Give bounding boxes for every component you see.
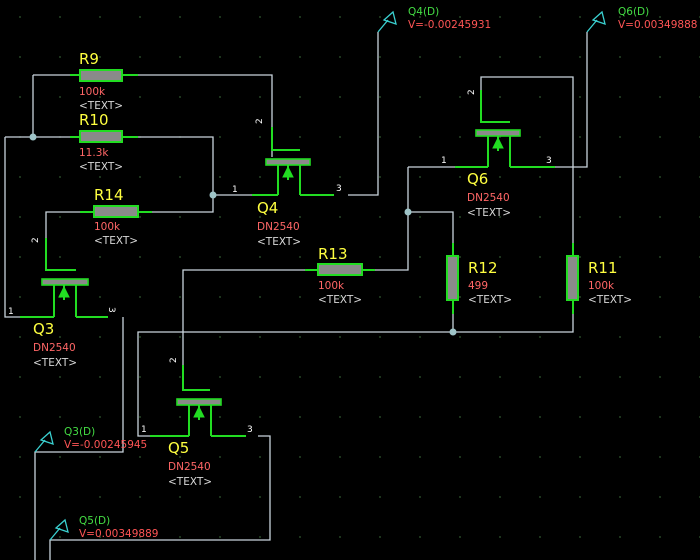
probe-q4d-voltage: V=-0.00245931: [408, 19, 491, 31]
resistor-r12[interactable]: R12 499 <TEXT>: [446, 243, 512, 314]
r14-ref: R14: [94, 186, 124, 204]
q4-text: <TEXT>: [257, 236, 301, 248]
probe-q5d-name: Q5(D): [79, 515, 110, 527]
r13-text: <TEXT>: [318, 294, 362, 306]
r11-ref: R11: [588, 259, 618, 277]
r11-value: 100k: [588, 280, 615, 292]
q3-value: DN2540: [33, 342, 76, 354]
resistor-r11[interactable]: R11 100k <TEXT>: [566, 243, 632, 314]
probe-q3d-name: Q3(D): [64, 426, 95, 438]
q6-pin3: 3: [546, 156, 552, 166]
q5-ref: Q5: [168, 439, 189, 457]
mosfet-q4[interactable]: 2 1 3 Q4 DN2540 <TEXT>: [232, 118, 342, 248]
resistor-r9[interactable]: R9 100k <TEXT>: [70, 50, 138, 112]
q5-pin2: 2: [169, 357, 179, 363]
r12-text: <TEXT>: [468, 294, 512, 306]
resistor-r10[interactable]: R10 11.3k <TEXT>: [70, 111, 138, 173]
probe-q3d-voltage: V=-0.00245945: [64, 439, 147, 451]
probe-q5d[interactable]: Q5(D) V=0.00349889: [49, 515, 158, 541]
r12-ref: R12: [468, 259, 498, 277]
r12-value: 499: [468, 280, 488, 292]
q4-ref: Q4: [257, 199, 278, 217]
probe-q6d-name: Q6(D): [618, 6, 649, 18]
q4-pin3: 3: [336, 184, 342, 194]
wires: [4, 32, 588, 560]
q4-pin2: 2: [255, 118, 265, 124]
q6-ref: Q6: [467, 170, 488, 188]
q6-text: <TEXT>: [467, 207, 511, 219]
q3-ref: Q3: [33, 320, 54, 338]
r14-text: <TEXT>: [94, 235, 138, 247]
junctions: [29, 133, 457, 336]
q6-value: DN2540: [467, 192, 510, 204]
r10-text: <TEXT>: [79, 161, 123, 173]
probe-q6d[interactable]: Q6(D) V=0.00349888: [586, 6, 697, 33]
q4-value: DN2540: [257, 221, 300, 233]
r11-text: <TEXT>: [588, 294, 632, 306]
probe-q4d[interactable]: Q4(D) V=-0.00245931: [377, 6, 491, 33]
q5-pin1: 1: [141, 425, 147, 435]
probe-q3d[interactable]: Q3(D) V=-0.00245945: [34, 426, 147, 453]
q3-text: <TEXT>: [33, 357, 77, 369]
resistor-r13[interactable]: R13 100k <TEXT>: [305, 245, 375, 306]
q6-pin1: 1: [441, 156, 447, 166]
r13-value: 100k: [318, 280, 345, 292]
junction-node: [449, 328, 457, 336]
mosfet-q3[interactable]: 2 1 3 Q3 DN2540 <TEXT>: [8, 237, 116, 369]
junction-node: [29, 133, 37, 141]
r9-text: <TEXT>: [79, 100, 123, 112]
q6-pin2: 2: [467, 89, 477, 95]
q4-pin1: 1: [232, 185, 238, 195]
q3-pin1: 1: [8, 307, 14, 317]
q3-pin3: 3: [106, 307, 116, 313]
resistor-r14[interactable]: R14 100k <TEXT>: [80, 186, 152, 247]
r14-value: 100k: [94, 221, 121, 233]
q5-text: <TEXT>: [168, 476, 212, 488]
probe-q4d-name: Q4(D): [408, 6, 439, 18]
q5-pin3: 3: [247, 425, 253, 435]
junction-node: [404, 208, 412, 216]
q3-pin2: 2: [31, 237, 41, 243]
probe-q6d-voltage: V=0.00349888: [618, 19, 697, 31]
q5-value: DN2540: [168, 461, 211, 473]
r10-value: 11.3k: [79, 147, 109, 159]
r9-value: 100k: [79, 86, 106, 98]
r9-ref: R9: [79, 50, 99, 68]
mosfet-q6[interactable]: 2 1 3 Q6 DN2540 <TEXT>: [441, 89, 555, 219]
probe-q5d-voltage: V=0.00349889: [79, 528, 158, 540]
mosfet-q5[interactable]: 2 1 3 Q5 DN2540 <TEXT>: [141, 357, 253, 488]
r13-ref: R13: [318, 245, 348, 263]
junction-node: [209, 191, 217, 199]
r10-ref: R10: [79, 111, 109, 129]
